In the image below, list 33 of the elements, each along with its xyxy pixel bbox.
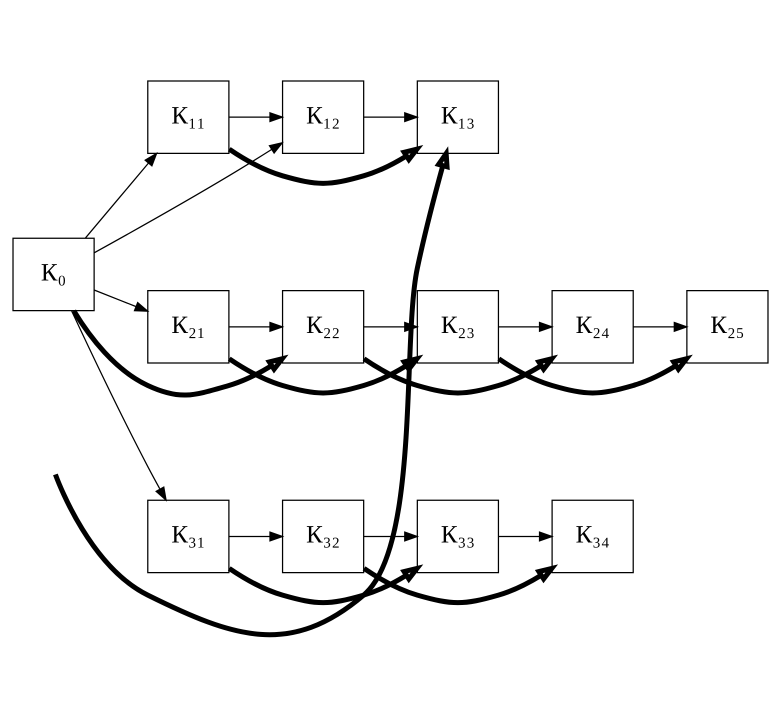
- arrow: [498, 322, 554, 332]
- arrow: [94, 289, 150, 312]
- node-box: К₃₄: [551, 500, 634, 574]
- arrow: [497, 354, 693, 396]
- arrow: [94, 142, 284, 254]
- arrow: [228, 354, 424, 396]
- arrow: [228, 531, 284, 542]
- node-box: К₂₂: [282, 290, 364, 364]
- node-box: К₃₂: [282, 500, 364, 574]
- arrow: [228, 322, 284, 332]
- arrow: [228, 145, 424, 186]
- node-box: К₁₂: [282, 80, 364, 154]
- node-box: К₁₃: [416, 80, 500, 154]
- arrow: [633, 322, 689, 332]
- arrow: [364, 112, 420, 122]
- arrow: [362, 354, 558, 396]
- node-box: К₂₅: [686, 290, 769, 364]
- arrow: [364, 531, 420, 542]
- arrow: [498, 531, 554, 542]
- node-box: К₁₁: [147, 80, 230, 154]
- node-box: К₀: [12, 238, 95, 312]
- arrow: [72, 309, 288, 398]
- arrow: [85, 152, 158, 238]
- arrow: [53, 146, 450, 637]
- arrow: [362, 564, 558, 606]
- node-box: К₂₁: [147, 290, 230, 364]
- arrow: [228, 112, 284, 122]
- arrow: [71, 310, 167, 502]
- node-box: К₃₃: [416, 500, 500, 574]
- node-box: К₂₃: [416, 290, 500, 364]
- node-box: К₂₄: [551, 290, 634, 364]
- arrow: [228, 564, 424, 606]
- node-box: К₃₁: [147, 500, 230, 574]
